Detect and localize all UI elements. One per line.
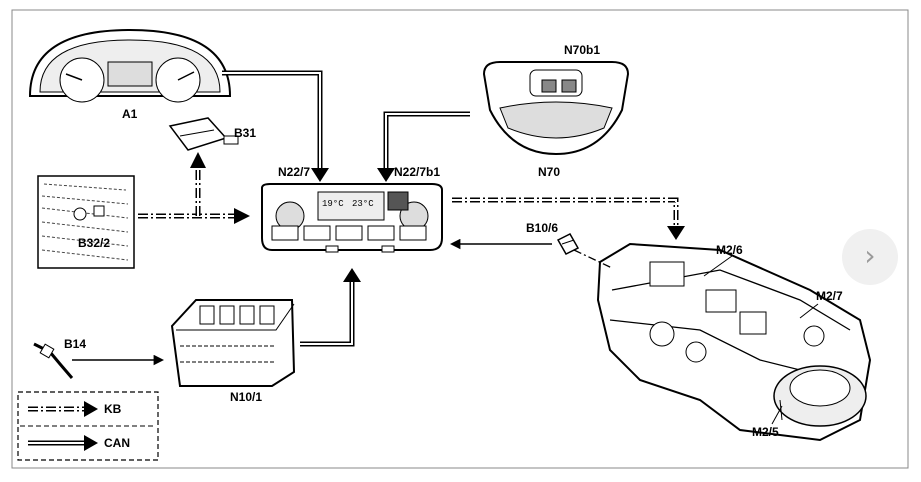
sensor-b32-2: [37, 175, 135, 269]
label-m2-5: M2/5: [752, 425, 779, 439]
label-a1: A1: [122, 107, 138, 121]
display-temp-left: 19°C: [322, 199, 344, 209]
sensor-b14: [33, 342, 74, 379]
label-b32-2: B32/2: [78, 236, 110, 250]
label-m2-6: M2/6: [716, 243, 743, 257]
label-b10-6: B10/6: [526, 221, 558, 235]
climate-control-panel-n22-7: [261, 183, 443, 253]
next-slide-button[interactable]: ›: [842, 229, 898, 285]
label-n22-7: N22/7: [278, 165, 310, 179]
kb-connections: [138, 152, 685, 269]
sensor-b10-6: [556, 233, 580, 255]
label-m2-7: M2/7: [816, 289, 843, 303]
sensor-b31: [168, 117, 239, 151]
leader-m2-5: [771, 405, 783, 425]
fuse-relay-module-n10-1: [170, 299, 296, 387]
diagram-frame: [11, 9, 909, 469]
label-n10-1: N10/1: [230, 390, 262, 404]
hvac-housing: [596, 242, 872, 442]
chevron-right-icon: ›: [864, 238, 876, 272]
legend-kb-label: KB: [104, 402, 122, 416]
can-connections: [222, 70, 470, 347]
label-n70b1: N70b1: [564, 43, 600, 57]
legend-can-label: CAN: [104, 436, 130, 450]
label-n22-7b1: N22/7b1: [394, 165, 440, 179]
instrument-cluster-a1: [28, 28, 232, 103]
label-n70: N70: [538, 165, 560, 179]
label-b14: B14: [64, 337, 86, 351]
label-b31: B31: [234, 126, 256, 140]
legend: [17, 391, 159, 461]
leader-m2-7: [799, 303, 819, 319]
overhead-control-n70: [482, 61, 630, 156]
display-temp-right: 23°C: [352, 199, 374, 209]
leader-m2-6: [703, 255, 733, 277]
